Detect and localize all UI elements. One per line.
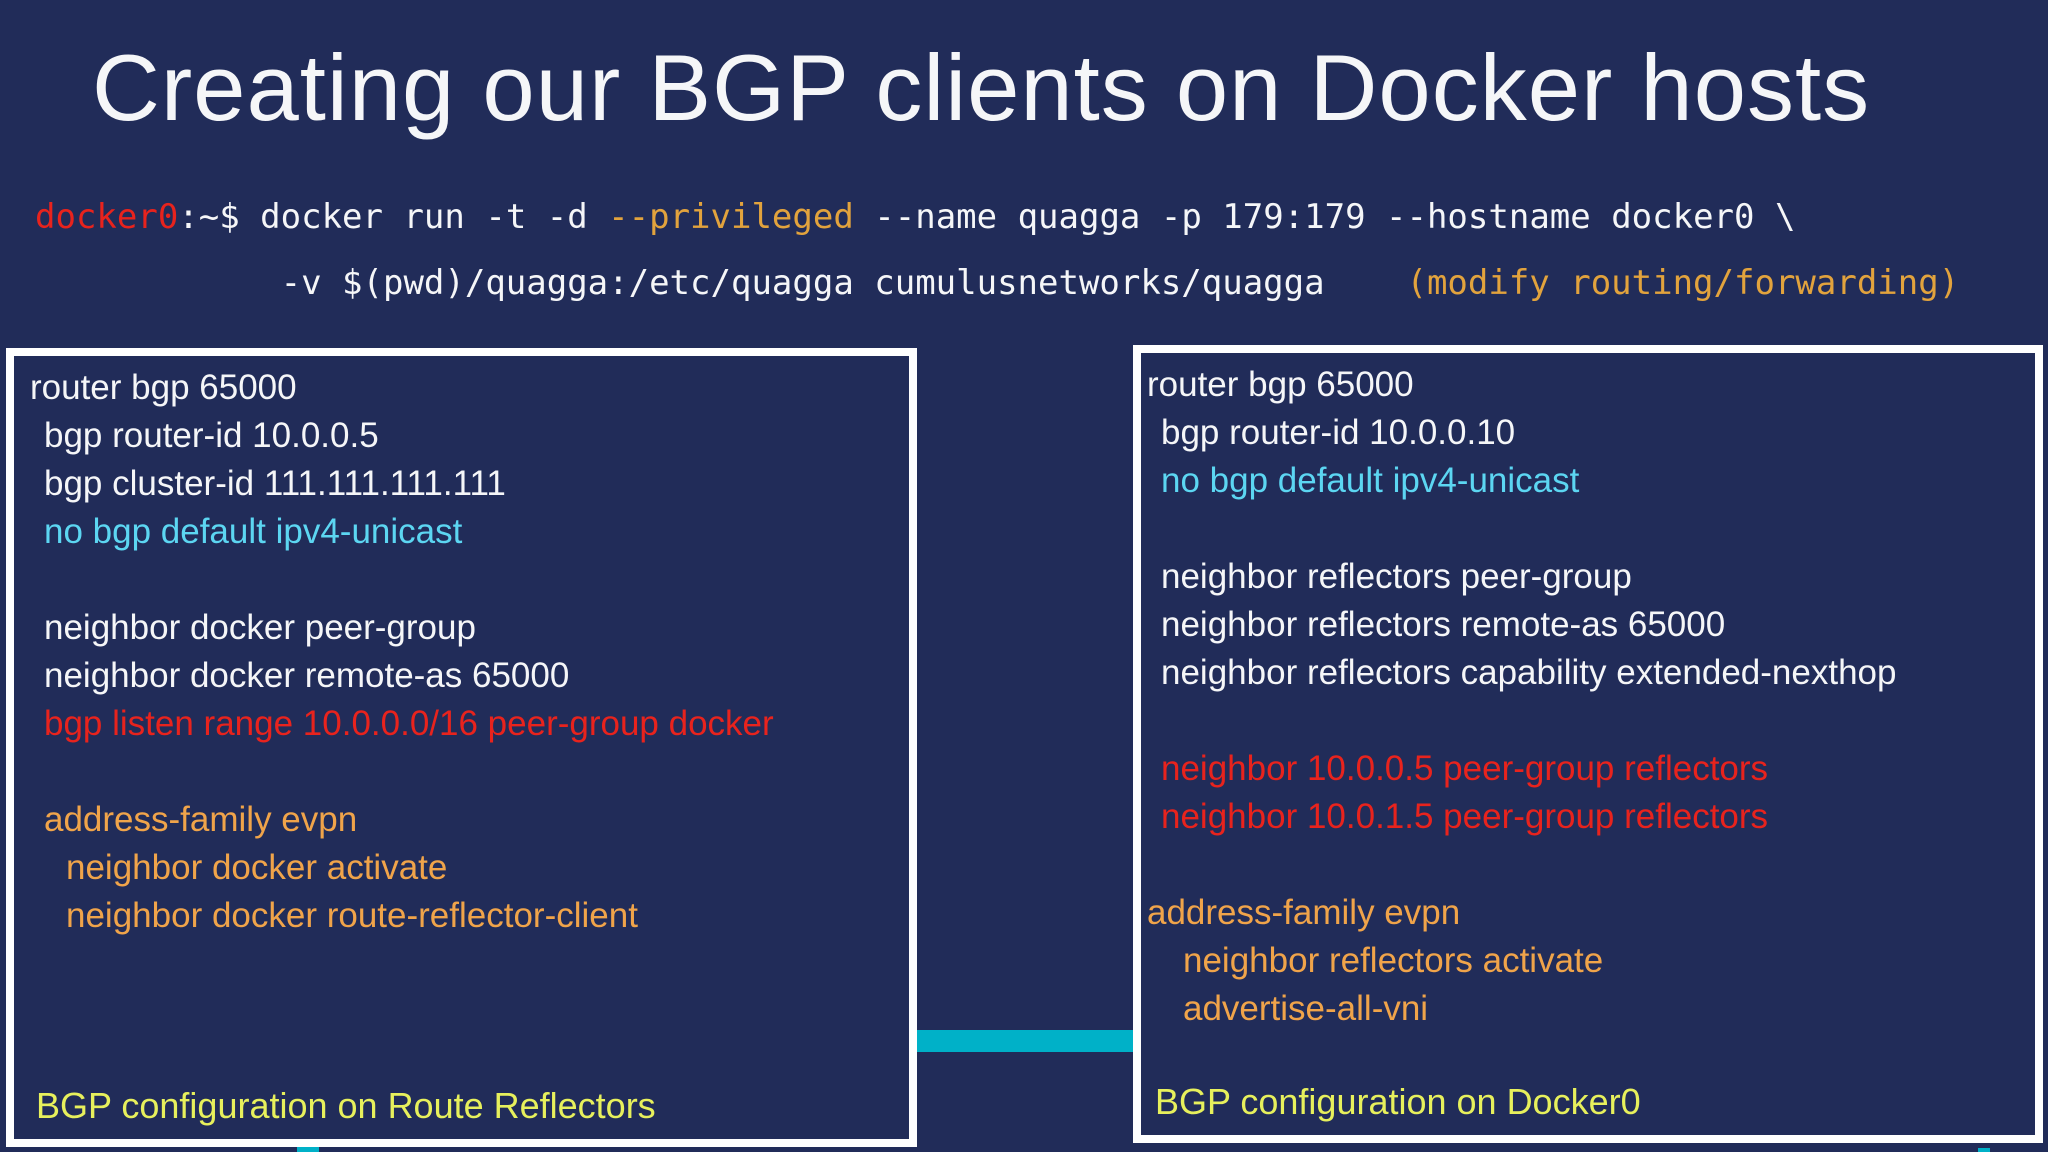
config-line: neighbor 10.0.1.5 peer-group reflectors	[1161, 797, 1769, 836]
docker0-config-box: router bgp 65000 bgp router-id 10.0.0.10 n…	[1133, 345, 2043, 1143]
route-reflector-config-box: router bgp 65000 bgp router-id 10.0.0.5 bg…	[6, 348, 917, 1147]
route-reflector-config-lines: router bgp 65000 bgp router-id 10.0.0.5 bg…	[30, 364, 901, 940]
terminal-line: docker0:~$ docker run -t -d --privileged…	[35, 184, 1959, 250]
terminal-segment: --privileged	[608, 197, 854, 237]
cyan-divider-bar	[917, 1030, 1133, 1052]
config-line: neighbor docker remote-as 65000	[44, 656, 570, 695]
config-line: no bgp default ipv4-unicast	[1161, 461, 1580, 500]
config-line: neighbor docker route-reflector-client	[66, 896, 638, 935]
config-line	[1147, 505, 2027, 553]
config-line: neighbor docker activate	[66, 848, 448, 887]
terminal-line: -v $(pwd)/quagga:/etc/quagga cumulusnetw…	[35, 250, 1960, 316]
terminal-segment: --name quagga -p 179:179 --hostname dock…	[853, 197, 1796, 237]
config-line: router bgp 65000	[30, 368, 297, 407]
config-line	[1147, 841, 2027, 889]
config-line	[30, 748, 901, 796]
terminal-segment: :~$ docker run -t -d	[178, 197, 609, 237]
config-line: bgp router-id 10.0.0.10	[1161, 413, 1516, 452]
slide-title: Creating our BGP clients on Docker hosts	[92, 35, 1871, 140]
config-line: no bgp default ipv4-unicast	[44, 512, 463, 551]
config-line: neighbor reflectors activate	[1183, 941, 1604, 980]
config-line: bgp cluster-id 111.111.111.111	[44, 464, 506, 503]
route-reflector-caption: BGP configuration on Route Reflectors	[36, 1085, 656, 1126]
config-line: address-family evpn	[1147, 893, 1461, 932]
config-line: neighbor reflectors remote-as 65000	[1161, 605, 1726, 644]
terminal-segment: docker0	[35, 197, 179, 237]
cyan-bottom-tick-right	[1978, 1148, 1990, 1152]
terminal-segment: -v $(pwd)/quagga:/etc/quagga cumulusnetw…	[35, 263, 1407, 303]
config-line: advertise-all-vni	[1183, 989, 1429, 1028]
config-line: neighbor docker peer-group	[44, 608, 476, 647]
config-line: bgp listen range 10.0.0.0/16 peer-group …	[44, 704, 774, 743]
config-line	[30, 556, 901, 604]
terminal-block: docker0:~$ docker run -t -d --privileged…	[35, 184, 1959, 316]
config-line: router bgp 65000	[1147, 365, 1414, 404]
config-line: neighbor reflectors peer-group	[1161, 557, 1632, 596]
config-line: address-family evpn	[44, 800, 358, 839]
terminal-segment: (modify routing/forwarding)	[1406, 263, 1960, 303]
cyan-bottom-tick-left	[297, 1147, 319, 1152]
config-line: bgp router-id 10.0.0.5	[44, 416, 379, 455]
docker0-config-lines: router bgp 65000 bgp router-id 10.0.0.10 n…	[1147, 361, 2027, 1033]
docker0-caption: BGP configuration on Docker0	[1155, 1081, 1641, 1122]
config-line	[1147, 697, 2027, 745]
config-line: neighbor reflectors capability extended-…	[1161, 653, 1897, 692]
config-line: neighbor 10.0.0.5 peer-group reflectors	[1161, 749, 1769, 788]
